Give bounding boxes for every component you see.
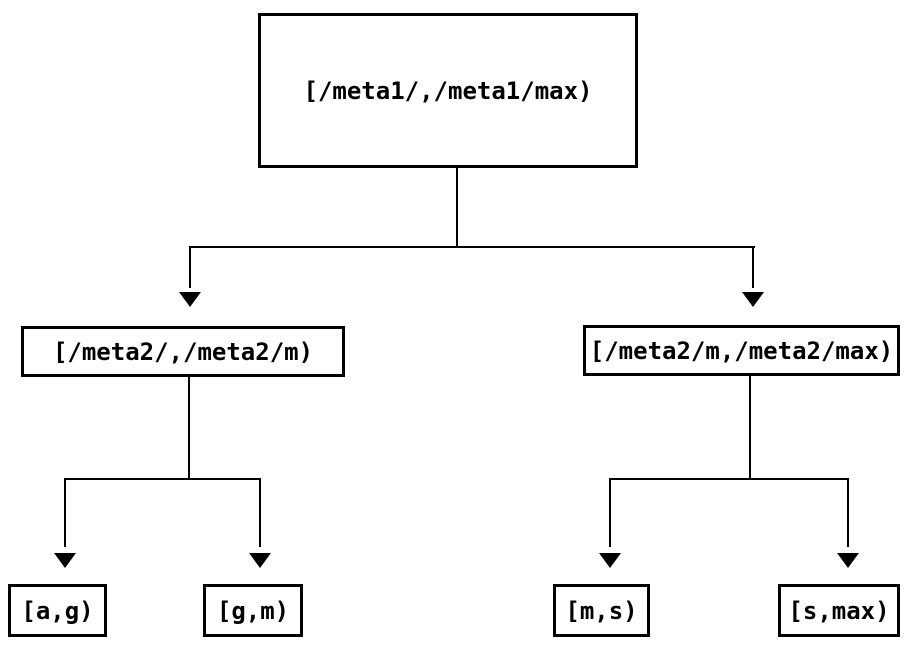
connector-line: [189, 246, 755, 248]
tree-node-leaf-ag: [a,g): [8, 584, 107, 637]
tree-node-meta2-left-label: [/meta2/,/meta2/m): [52, 337, 314, 366]
arrow-down-icon: [837, 553, 859, 568]
tree-node-leaf-ms-label: [m,s): [565, 596, 638, 625]
tree-node-leaf-smax: [s,max): [778, 584, 900, 637]
tree-node-leaf-ag-label: [a,g): [21, 596, 94, 625]
connector-line: [456, 168, 458, 247]
arrow-down-icon: [742, 292, 764, 307]
tree-node-leaf-gm-label: [g,m): [216, 596, 290, 625]
connector-line: [609, 478, 611, 547]
tree-node-root: [/meta1/,/meta1/max): [258, 13, 638, 168]
tree-node-meta2-left: [/meta2/,/meta2/m): [21, 326, 345, 377]
connector-line: [64, 478, 66, 547]
connector-line: [188, 377, 190, 480]
tree-node-leaf-gm: [g,m): [203, 584, 303, 637]
connector-line: [847, 478, 849, 547]
arrow-down-icon: [179, 292, 201, 307]
tree-node-leaf-smax-label: [s,max): [788, 596, 890, 625]
connector-line: [259, 478, 261, 547]
arrow-down-icon: [249, 553, 271, 568]
connector-line: [609, 478, 849, 480]
arrow-down-icon: [599, 553, 621, 568]
connector-line: [64, 478, 261, 480]
tree-node-meta2-right-label: [/meta2/m,/meta2/max): [589, 336, 894, 365]
connector-line: [752, 246, 754, 288]
tree-node-meta2-right: [/meta2/m,/meta2/max): [583, 325, 900, 376]
arrow-down-icon: [54, 553, 76, 568]
tree-node-root-label: [/meta1/,/meta1/max): [303, 76, 593, 105]
connector-line: [189, 246, 191, 288]
connector-line: [749, 376, 751, 480]
tree-node-leaf-ms: [m,s): [553, 584, 650, 637]
